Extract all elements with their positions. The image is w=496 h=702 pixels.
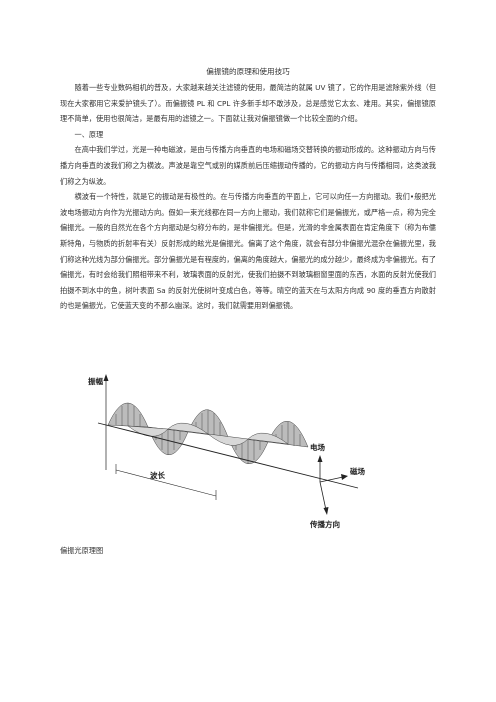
magnetic-axis-line — [319, 476, 344, 483]
propagation-direction-label: 传播方向 — [309, 519, 340, 529]
electric-hatching — [115, 403, 301, 464]
figure-caption: 偏振光原理图 — [60, 546, 104, 555]
direction-arrowhead — [323, 507, 329, 515]
electric-arrowhead — [317, 455, 323, 462]
paragraph-intro: 随着一些专业数码相机的普及，大家越来越关注滤镜的使用，最简洁的就属 UV 镜了，… — [60, 83, 436, 124]
polarization-diagram: 振幅 波长 电场 磁场 传播方向 — [88, 370, 388, 545]
wavelength-line — [115, 469, 217, 497]
document-body: 随着一些专业数码相机的普及，大家越来越关注滤镜的使用，最简洁的就属 UV 镜了，… — [60, 80, 436, 314]
magnetic-field-label: 磁场 — [350, 466, 365, 476]
amplitude-arrowhead — [103, 374, 109, 381]
electric-field-label: 电场 — [310, 442, 325, 452]
wave-diagram-svg: 振幅 波长 电场 磁场 传播方向 — [88, 374, 365, 529]
paragraph-transverse-wave: 横波有一个特性，就是它的振动是有极性的。在与传播方向垂直的平面上，它可以向任一方… — [60, 192, 436, 311]
amplitude-label: 振幅 — [88, 376, 103, 386]
magnetic-field-lobes — [127, 422, 289, 446]
document-title: 偏振镜的原理和使用技巧 — [206, 67, 290, 76]
propagation-axis — [97, 422, 359, 489]
section-heading-principle: 一、原理 — [74, 129, 104, 139]
paragraph-electromagnetic: 在高中我们学过，光是一种电磁波，是由与传播方向垂直的电场和磁场交替转换的振动形成… — [60, 145, 436, 186]
wavelength-label: 波长 — [150, 470, 165, 480]
magnetic-arrowhead — [341, 474, 348, 480]
direction-axis-line — [319, 481, 327, 511]
